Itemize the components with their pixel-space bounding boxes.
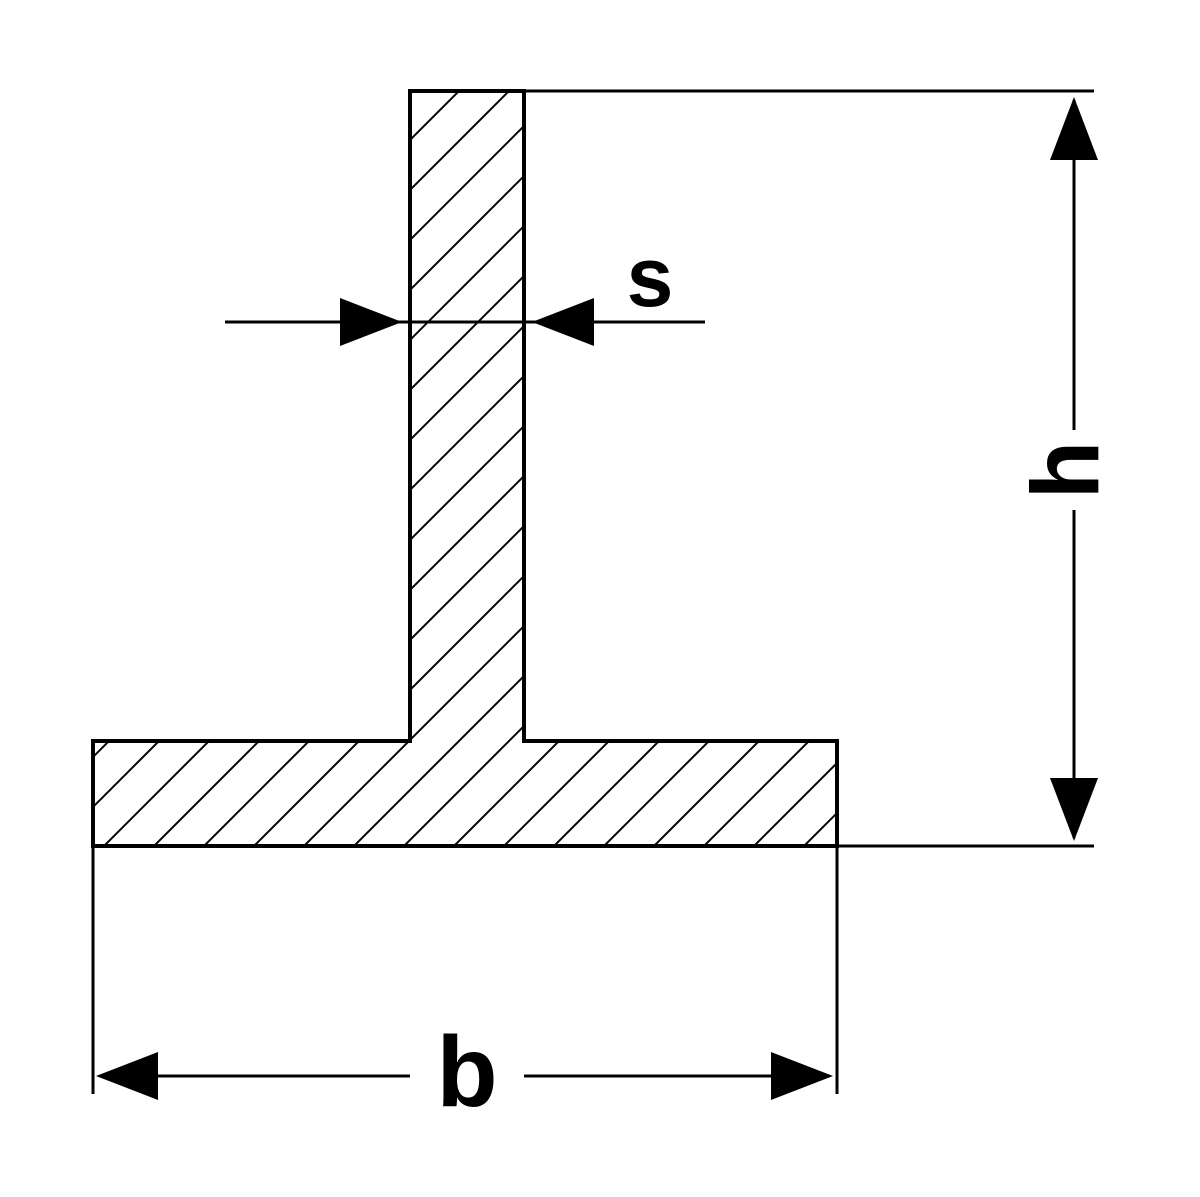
hatch-line [93, 91, 701, 846]
hatch-line [93, 91, 801, 846]
hatch-line [93, 91, 837, 846]
hatch-line [499, 91, 837, 846]
hatch-line [93, 91, 837, 846]
hatch-line [93, 91, 751, 846]
height-arrow-top [1050, 97, 1098, 160]
hatch-line [93, 91, 837, 846]
width-arrow-left [96, 1052, 158, 1100]
hatch-line [93, 91, 501, 846]
web-thickness-arrow-left [340, 298, 402, 346]
height-label: h [1013, 441, 1120, 500]
hatch-line [149, 91, 837, 846]
hatch-line [93, 91, 351, 846]
hatch-line [93, 91, 451, 846]
hatch-line [93, 91, 837, 846]
hatch-line [93, 91, 651, 846]
hatch-line [299, 91, 837, 846]
hatch-line [249, 91, 837, 846]
hatch-line [93, 91, 301, 846]
t-profile-outline [91, 89, 839, 848]
height-arrow-bottom [1050, 778, 1098, 841]
hatch-line [93, 91, 601, 846]
hatch-line [199, 91, 837, 846]
hatch-line [93, 91, 837, 846]
web-thickness-arrow-right [532, 298, 594, 346]
hatch-line [99, 91, 837, 846]
hatch-line [93, 91, 837, 846]
web-thickness-label: s [627, 230, 674, 324]
hatch-line [449, 91, 837, 846]
width-label: b [436, 1016, 497, 1128]
width-arrow-right [771, 1052, 833, 1100]
hatch-line [93, 91, 401, 846]
